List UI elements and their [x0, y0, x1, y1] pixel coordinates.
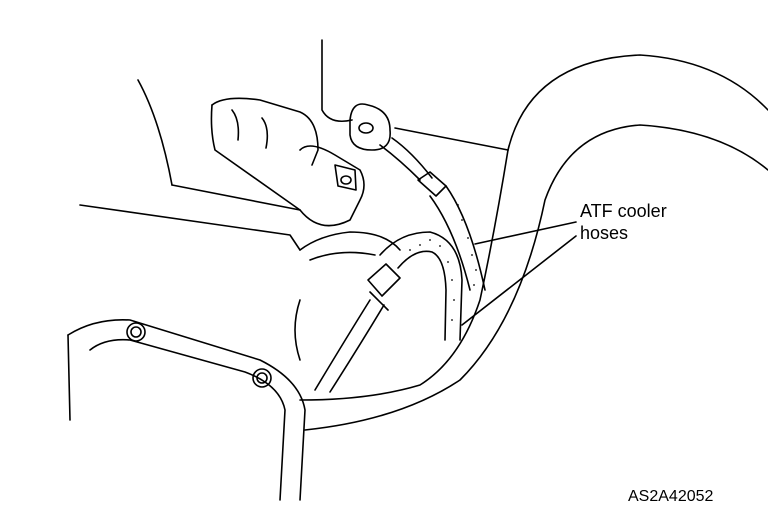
- boss-ring-2: [262, 118, 267, 148]
- pan-bolt-2-head: [257, 373, 267, 383]
- pipe-connector: [300, 146, 364, 226]
- trans-housing-top: [138, 80, 172, 185]
- pan-bolt-1: [127, 323, 145, 341]
- pipe-connector-tab: [335, 165, 356, 190]
- round-housing-inner: [310, 252, 375, 260]
- oil-pan-left-wall: [68, 335, 70, 420]
- upper-hose-clip: [418, 172, 446, 196]
- round-housing: [300, 232, 400, 250]
- upper-hose-body-right: [446, 186, 485, 290]
- pan-bolt-2: [253, 369, 271, 387]
- leader-line-lower: [462, 236, 576, 325]
- pan-bolt-1-head: [131, 327, 141, 337]
- lower-hose-clip: [368, 264, 400, 296]
- figure-code: AS2A42052: [628, 488, 714, 505]
- round-housing-lower: [295, 300, 300, 360]
- upper-hose-left: [380, 145, 420, 180]
- callout-label-line1: ATF cooler: [580, 201, 667, 221]
- outer-duct-inner: [300, 150, 508, 400]
- callout-label-line2: hoses: [580, 223, 629, 243]
- lower-hose-bottom: [398, 251, 446, 340]
- oil-pan-inner: [90, 340, 285, 500]
- trans-housing-body: [172, 185, 300, 210]
- boss-outline: [212, 98, 318, 165]
- lower-hose-top: [380, 232, 462, 340]
- boss-lower: [211, 105, 300, 210]
- mounting-tab: [350, 104, 390, 150]
- outer-duct-right: [508, 55, 768, 150]
- bracket-rail: [395, 128, 508, 150]
- lower-thin-hose-left: [315, 300, 370, 390]
- oil-pan-outline: [68, 320, 305, 500]
- leader-line-upper: [475, 222, 576, 244]
- upper-hose-body-left: [430, 196, 470, 290]
- trans-housing-edge: [80, 205, 300, 250]
- lower-thin-hose-right: [330, 305, 384, 392]
- boss-ring-1: [232, 110, 238, 140]
- mounting-tab-hole: [359, 123, 373, 133]
- outer-duct-lower: [305, 125, 768, 430]
- lower-hose-clip-ring: [370, 292, 388, 310]
- pipe-connector-hole: [341, 176, 351, 184]
- hose-shading: [409, 204, 477, 321]
- outer-duct-curve: [322, 40, 352, 121]
